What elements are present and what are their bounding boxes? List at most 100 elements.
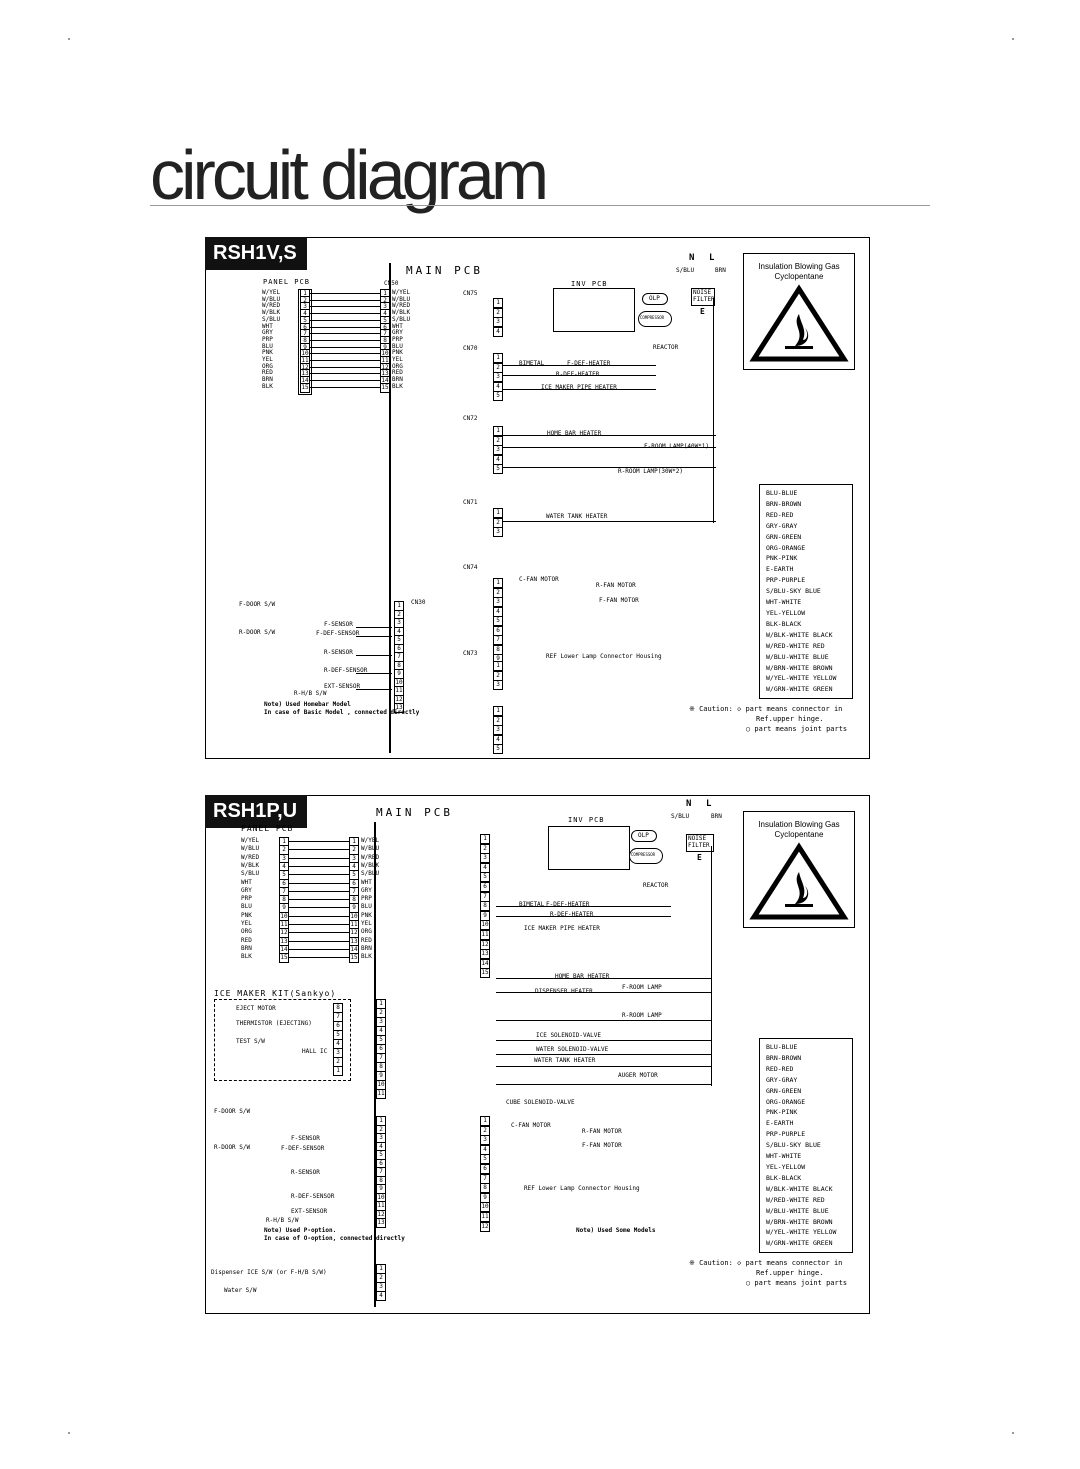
wire-line	[310, 339, 380, 341]
flammable-warning: Insulation Blowing Gas Cyclopentane	[743, 811, 855, 928]
load-label: R-ROOM LAMP(30W*2)	[618, 468, 684, 475]
pin-number: 1	[493, 353, 503, 363]
pin-number: 4	[376, 1291, 386, 1301]
sensor-label: R-DEF-SENSOR	[291, 1193, 335, 1200]
inv-pcb-title: INV PCB	[568, 816, 605, 824]
main-wire-label: W/BLU	[392, 295, 411, 303]
main-wire-label: RED	[392, 369, 403, 377]
legend-entry: W/GRN-WHITE GREEN	[766, 685, 833, 694]
main-wire-label: BRN	[392, 376, 403, 384]
pin-number: 11	[480, 930, 490, 940]
sensor-label: R-DOOR S/W	[239, 629, 276, 636]
sensor-label: R-DOOR S/W	[214, 1144, 251, 1151]
pin-number: 1	[493, 508, 503, 518]
pin-number: 4	[493, 606, 503, 617]
panel-wire-label: BLU	[241, 903, 252, 911]
wire-line	[289, 899, 349, 901]
pin-number: 2	[493, 307, 503, 318]
main-wire-label: PRP	[361, 895, 372, 903]
load-wire	[496, 1084, 711, 1085]
load-wire	[496, 1020, 711, 1021]
power-l: L	[706, 799, 712, 809]
load-wire	[496, 521, 716, 522]
load-label: AUGER MOTOR	[618, 1072, 658, 1079]
main-wire-label: ORG	[392, 362, 403, 370]
pin-number: 4	[493, 454, 503, 465]
main-wire-label: GRY	[392, 329, 403, 337]
load-wire	[496, 992, 711, 993]
sensor-label: EXT-SENSOR	[291, 1208, 328, 1215]
main-wire-label: WHT	[361, 878, 372, 886]
legend-entry: BRN-BROWN	[766, 1053, 802, 1062]
load-label: ICE MAKER PIPE HEATER	[524, 925, 600, 932]
load-label: F-ROOM LAMP(40W*1)	[644, 444, 709, 450]
load-wire	[496, 1040, 711, 1041]
power-l: L	[709, 253, 715, 263]
main-pcb-title: MAIN PCB	[376, 806, 453, 819]
load-wire	[496, 375, 656, 376]
legend-entry: BRN-BROWN	[766, 499, 802, 508]
panel-wire-label: W/RED	[241, 853, 260, 861]
sensor-label: F-DEF-SENSOR	[316, 630, 360, 637]
load-label: BIMETAL	[519, 901, 545, 908]
legend-entry: W/BLU-WHITE BLUE	[766, 652, 829, 661]
main-wire-label: BLU	[361, 903, 372, 911]
load-label: R-ROOM LAMP	[622, 1012, 662, 1019]
connector-label: CN75	[463, 290, 478, 297]
panel-wire-label: RED	[241, 936, 252, 944]
sensor-label: R-DEF-SENSOR	[324, 667, 368, 674]
wire-line	[289, 907, 349, 909]
noise-filter: NOISE FILTER	[686, 834, 714, 852]
main-wire-label: BLK	[361, 953, 372, 961]
connector-label: CN73	[463, 650, 478, 657]
wire-line	[310, 293, 380, 294]
pin-number: 3	[493, 725, 503, 735]
compressor-symbol: COMPRESSOR	[638, 311, 672, 327]
pin-number: 2	[493, 715, 503, 726]
load-label: ICE MAKER PIPE HEATER	[541, 384, 617, 391]
sensor-label: F-DEF-SENSOR	[281, 1145, 325, 1152]
main-wire-label: W/RED	[392, 302, 411, 310]
legend-entry: E-EARTH	[766, 1119, 794, 1128]
sensor-label: F-SENSOR	[324, 621, 353, 628]
load-label: F-DEF-HEATER	[567, 360, 611, 367]
main-wire-label: PNK	[392, 349, 403, 357]
wire-line	[310, 319, 380, 321]
pin-number: 3	[493, 317, 503, 327]
wire-line	[289, 857, 349, 859]
ice-kit-part: TEST S/W	[236, 1038, 265, 1045]
pin-number: 13	[376, 1218, 386, 1228]
legend-entry: GRN-GREEN	[766, 532, 802, 541]
sensor-label: EXT-SENSOR	[324, 683, 361, 690]
wire-line	[310, 306, 380, 308]
pin-number: 1	[493, 706, 503, 716]
note-poption: Note) Used P-option.	[264, 1227, 337, 1234]
load-wire	[496, 906, 671, 907]
pin-number: 7	[493, 635, 503, 645]
wire-line	[310, 326, 380, 328]
wire-line	[289, 841, 349, 842]
pin-number: 7	[480, 1173, 490, 1184]
sensor-label: Water S/W	[224, 1287, 257, 1294]
load-label: F-FAN MOTOR	[582, 1142, 622, 1149]
panel-wire-label: W/BLK	[241, 861, 260, 869]
reactor-label: REACTOR	[643, 882, 669, 889]
main-pcb-block	[374, 822, 376, 1307]
connector-label: CN30	[411, 599, 426, 606]
pin-number: 5	[493, 391, 503, 401]
load-wire	[496, 447, 716, 448]
legend-entry: BLU-BLUE	[766, 1043, 798, 1051]
main-wire-label: W/BLK	[361, 861, 380, 869]
sensor-label: F-DOOR S/W	[239, 601, 276, 608]
wire-line	[289, 890, 349, 892]
pin-number: 2	[493, 670, 503, 681]
wire-sblu: S/BLU	[671, 813, 690, 820]
flame-warning-icon	[749, 284, 849, 362]
power-n: N	[689, 253, 695, 263]
pin-number: 7	[480, 891, 490, 902]
olp-symbol: OLP	[642, 293, 668, 305]
diagram-panel-rsh1vs: RSH1V,S MAIN PCB PANEL PCB INV PCB CN50 …	[205, 237, 870, 759]
legend-entry: RED-RED	[766, 1064, 794, 1073]
wire-line	[310, 313, 380, 315]
